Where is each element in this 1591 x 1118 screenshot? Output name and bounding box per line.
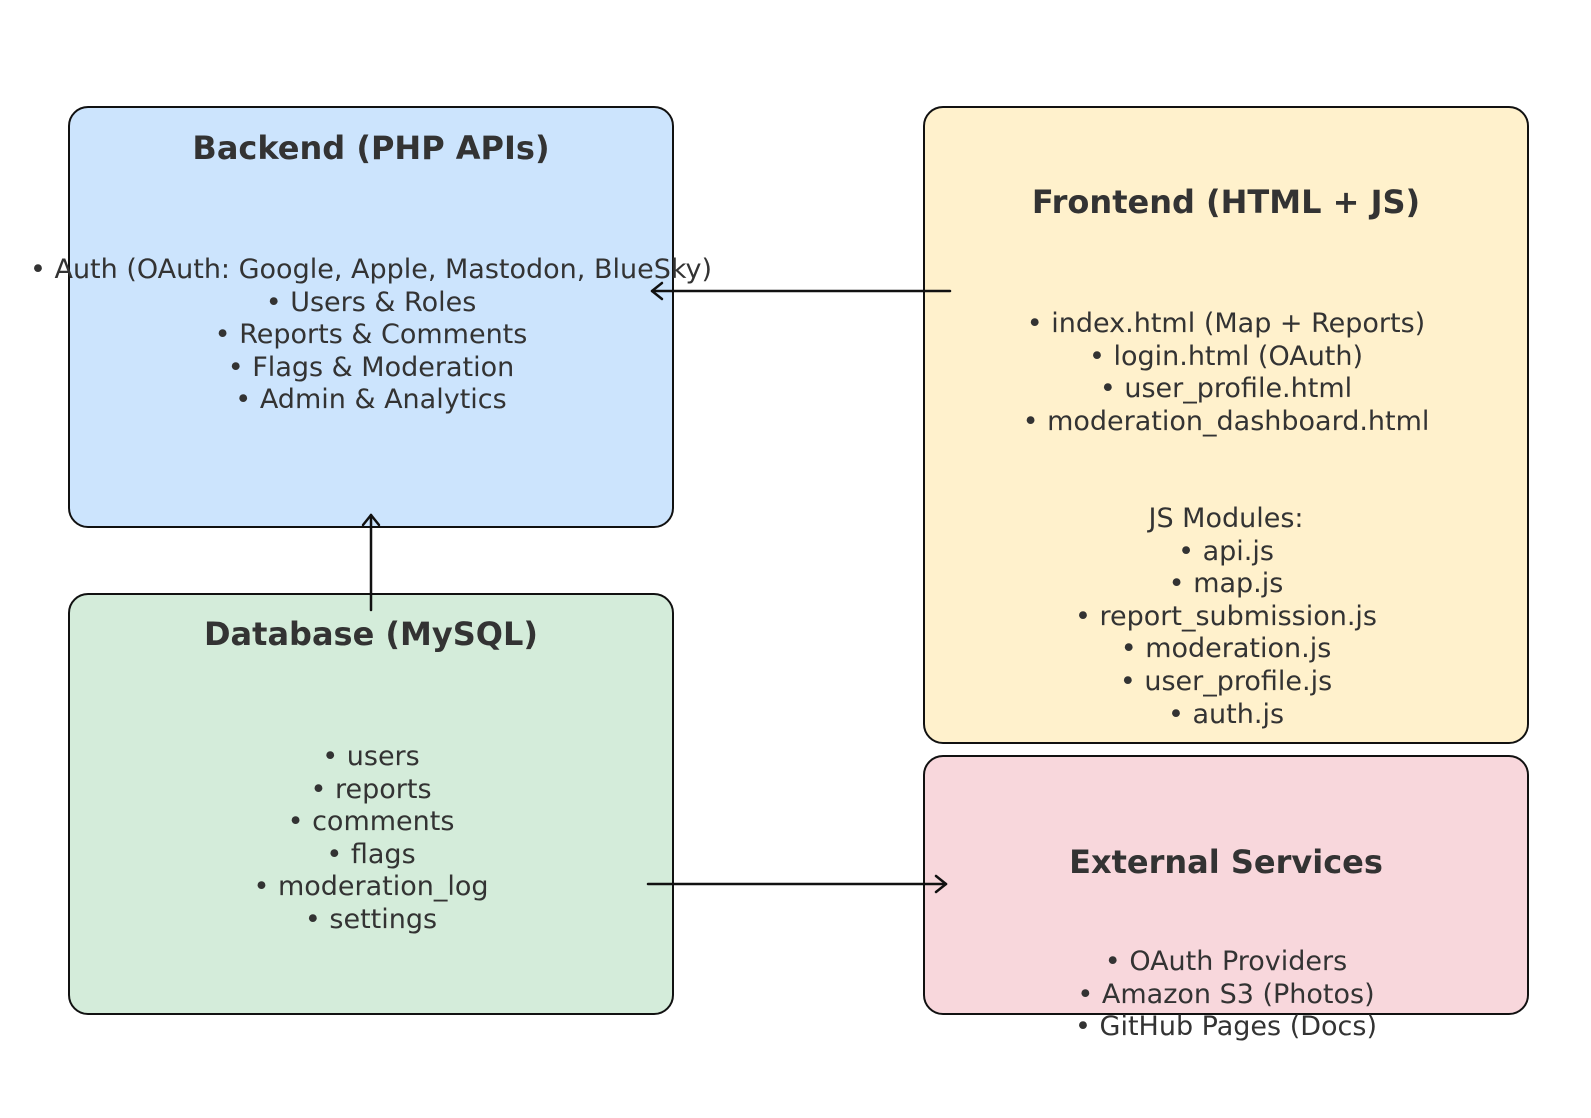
database-table-item: moderation_log <box>0 871 821 904</box>
frontend-page-item: index.html (Map + Reports) <box>776 308 1591 341</box>
frontend-page-item: login.html (OAuth) <box>776 341 1591 374</box>
backend-item: Flags & Moderation <box>0 352 821 385</box>
database-table-item: flags <box>0 839 821 872</box>
backend-item: Users & Roles <box>0 287 821 320</box>
js-module-item: report_submission.js <box>776 601 1591 634</box>
external-services-title: External Services <box>1069 843 1383 881</box>
database-table-item: comments <box>0 806 821 839</box>
database-list: users reports comments flags moderation_… <box>0 741 821 937</box>
external-service-item: Amazon S3 (Photos) <box>776 979 1591 1012</box>
js-modules-heading: JS Modules: <box>1148 503 1304 534</box>
frontend-modules: JS Modules: api.js map.js report_submiss… <box>776 503 1591 731</box>
js-module-item: api.js <box>776 536 1591 569</box>
backend-list: Auth (OAuth: Google, Apple, Mastodon, Bl… <box>0 254 821 417</box>
backend-item: Reports & Comments <box>0 319 821 352</box>
js-module-item: auth.js <box>776 699 1591 732</box>
frontend-page-item: user_profile.html <box>776 373 1591 406</box>
external-services-list: OAuth Providers Amazon S3 (Photos) GitHu… <box>776 946 1591 1044</box>
database-table-item: settings <box>0 904 821 937</box>
js-module-item: user_profile.js <box>776 666 1591 699</box>
js-modules-list: api.js map.js report_submission.js moder… <box>776 536 1591 732</box>
frontend-pages-list: index.html (Map + Reports) login.html (O… <box>776 308 1591 438</box>
frontend-title: Frontend (HTML + JS) <box>1031 183 1421 221</box>
external-service-item: OAuth Providers <box>776 946 1591 979</box>
backend-title: Backend (PHP APIs) <box>192 129 550 167</box>
external-service-item: GitHub Pages (Docs) <box>776 1011 1591 1044</box>
database-title: Database (MySQL) <box>203 615 539 653</box>
js-module-item: moderation.js <box>776 633 1591 666</box>
js-module-item: map.js <box>776 568 1591 601</box>
frontend-page-item: moderation_dashboard.html <box>776 406 1591 439</box>
database-table-item: reports <box>0 774 821 807</box>
backend-item: Admin & Analytics <box>0 384 821 417</box>
database-table-item: users <box>0 741 821 774</box>
backend-item: Auth (OAuth: Google, Apple, Mastodon, Bl… <box>0 254 821 287</box>
